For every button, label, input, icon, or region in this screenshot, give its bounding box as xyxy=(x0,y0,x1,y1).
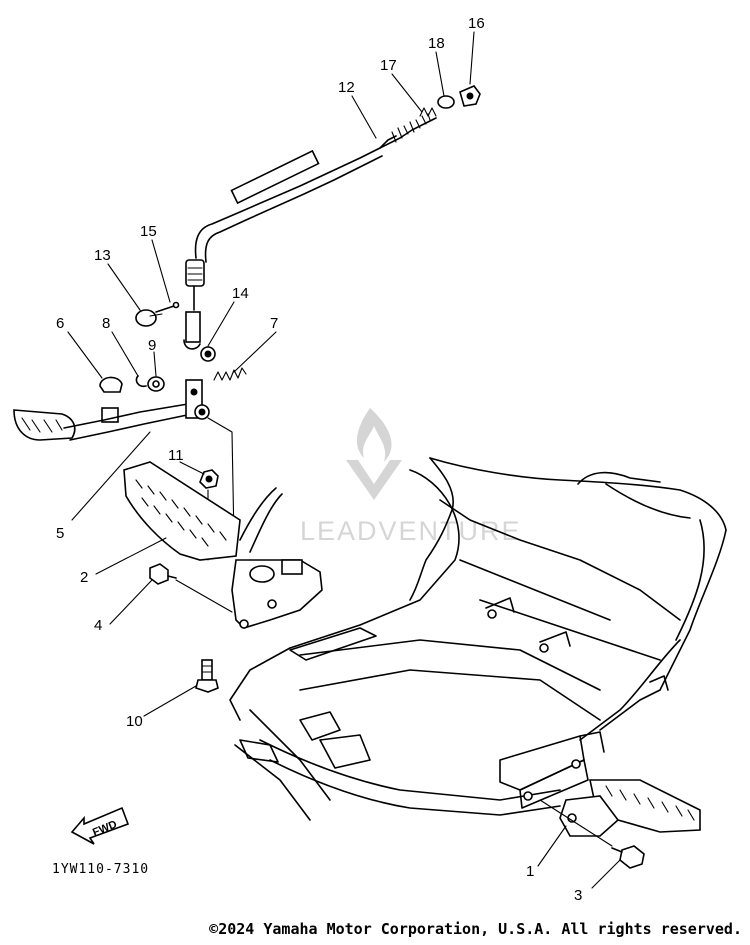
fwd-arrow-icon: FWD xyxy=(70,806,130,845)
bolt-10 xyxy=(195,659,219,693)
frame-boss xyxy=(523,791,533,801)
bolt-axis-line xyxy=(175,579,233,613)
callout-6: 6 xyxy=(56,315,64,332)
footrest-bracket-2 xyxy=(123,461,323,629)
callout-14: 14 xyxy=(232,285,249,302)
footrest-1 xyxy=(559,779,701,837)
pedal-cap-6 xyxy=(99,376,123,423)
leader-lines xyxy=(67,31,621,889)
nut-11 xyxy=(199,469,219,489)
bolt-axis-line xyxy=(539,799,613,847)
return-spring-7 xyxy=(213,367,247,381)
washer-9 xyxy=(147,376,165,392)
pin-13 xyxy=(135,309,163,327)
callout-7: 7 xyxy=(270,315,278,332)
diagram-code: 1YW110-7310 xyxy=(52,862,150,877)
spring-14 xyxy=(200,346,216,362)
callout-13: 13 xyxy=(94,247,111,264)
callout-3: 3 xyxy=(574,887,582,904)
pivot-axis-line xyxy=(207,417,235,541)
callout-4: 4 xyxy=(94,617,102,634)
clevis xyxy=(183,311,201,350)
callout-11: 11 xyxy=(168,447,184,464)
callout-17: 17 xyxy=(380,57,397,74)
callout-numbers: 16 18 17 12 15 13 14 7 6 8 9 11 5 2 4 10… xyxy=(56,15,582,904)
callout-9: 9 xyxy=(148,337,156,354)
callout-2: 2 xyxy=(80,569,88,586)
adjuster-16 xyxy=(459,85,481,107)
copyright-notice: ©2024 Yamaha Motor Corporation, U.S.A. A… xyxy=(209,920,742,938)
cotter-pin-15 xyxy=(155,301,180,313)
brake-cable xyxy=(185,113,437,311)
frame-boss xyxy=(539,643,549,653)
bolt-3 xyxy=(611,845,645,869)
callout-16: 16 xyxy=(468,15,485,32)
callout-10: 10 xyxy=(126,713,143,730)
frame-boss xyxy=(571,759,581,769)
cable-spring-17 xyxy=(419,107,437,117)
watermark-logo: LEADVENTURE xyxy=(300,408,522,546)
brake-pedal-5 xyxy=(13,379,210,441)
callout-8: 8 xyxy=(102,315,110,332)
clip-8 xyxy=(135,375,147,388)
callout-18: 18 xyxy=(428,35,445,52)
frame-boss xyxy=(487,609,497,619)
watermark-text: LEADVENTURE xyxy=(300,516,522,546)
frame-outline xyxy=(229,457,727,821)
bolt-4 xyxy=(149,563,177,585)
callout-1: 1 xyxy=(526,863,534,880)
part-18 xyxy=(437,95,455,109)
callout-15: 15 xyxy=(140,223,157,240)
callout-5: 5 xyxy=(56,525,64,542)
callout-12: 12 xyxy=(338,79,355,96)
